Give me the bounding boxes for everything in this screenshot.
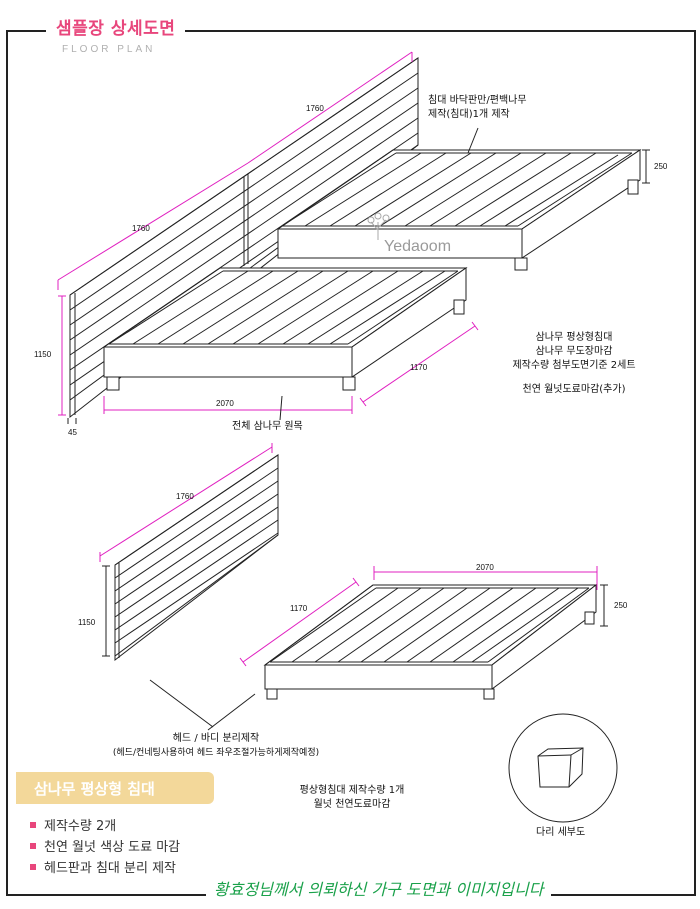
headboard-top-dims [57, 51, 413, 416]
bed-back-top-dims [642, 149, 650, 184]
watermark: Yedaoom [384, 238, 452, 255]
caption-top-floorboard: 침대 바닥판만/편백나무 제작(침대)1개 제작 [428, 94, 527, 122]
feature-label: 제작수량 2개 [44, 819, 117, 834]
dim-head-width-bottom: 1760 [176, 492, 194, 501]
feature-item: 천연 월넛 색상 도료 마감 [30, 836, 180, 855]
page-title-wrap: 샘플장 상세도면 [46, 14, 186, 39]
caption-top-line-2: 제작(침대)1개 제작 [428, 109, 510, 120]
caption-leg-detail: 다리 세부도 [536, 827, 586, 838]
caption-quantity: 평상형침대 제작수량 1개 월넛 천연도료마감 [272, 784, 432, 812]
dim-head-height-bottom: 1150 [78, 618, 96, 627]
dim-head-height: 1150 [34, 350, 52, 359]
leg-detail [508, 713, 618, 823]
dim-head-depth: 45 [68, 428, 77, 437]
bed-bottom [263, 583, 598, 700]
bed-front-top-dims [103, 321, 479, 414]
dim-bed-width-top: 1170 [410, 363, 428, 372]
caption-whole-wood: 전체 삼나무 원목 [232, 421, 303, 432]
dim-bed-height-bottom: 250 [614, 601, 628, 610]
caption-spec-top: 삼나무 평상형침대 삼나무 무도장마감 제작수량 첨부도면기준 2세트 천연 월… [494, 331, 654, 397]
caption-separate-build: 헤드 / 바디 분리제작 (헤드/컨네팅사용하여 헤드 좌우조절가능하게제작예정… [86, 732, 346, 760]
footer-note: 황효정님께서 의뢰하신 가구 도면과 이미지입니다 [206, 876, 552, 900]
caption-separate-line-1: 헤드 / 바디 분리제작 [172, 733, 260, 744]
watermark-tree-icon [367, 212, 390, 240]
bed-front-top [102, 267, 468, 391]
headboard-bottom-dims [99, 443, 273, 562]
product-banner-title: 삼나무 평상형 침대 [34, 780, 155, 798]
dim-bed-length-top: 2070 [216, 399, 234, 408]
caption-quantity-line-2: 월넛 천연도료마감 [313, 799, 391, 810]
bullet-icon [30, 842, 36, 849]
page-title: 샘플장 상세도면 [56, 19, 176, 39]
caption-separate-line-2: (헤드/컨네팅사용하여 헤드 좌우조절가능하게제작예정) [112, 748, 320, 758]
bullet-icon [30, 863, 36, 870]
caption-quantity-line-1: 평상형침대 제작수량 1개 [299, 785, 405, 796]
dim-head-width-1: 1760 [306, 104, 324, 113]
caption-spec-line-2: 삼나무 무도장마감 [535, 346, 613, 357]
caption-spec-line-3: 제작수량 첨부도면기준 2세트 [512, 360, 636, 371]
page-subtitle: FLOOR PLAN [62, 44, 156, 55]
caption-spec-line-1: 삼나무 평상형침대 [535, 332, 613, 343]
dim-bed-height-top: 250 [654, 162, 668, 171]
bed-bottom-dims [239, 566, 598, 667]
feature-label: 천연 월넛 색상 도료 마감 [44, 840, 181, 855]
feature-label: 헤드판과 침대 분리 제작 [44, 861, 176, 876]
caption-top-line-1: 침대 바닥판만/편백나무 [428, 95, 527, 106]
product-banner: 삼나무 평상형 침대 [16, 772, 214, 804]
dim-bed-width-bottom: 1170 [290, 604, 308, 613]
dim-head-width-2: 1760 [132, 224, 150, 233]
dim-bed-length-bottom: 2070 [476, 563, 494, 572]
headboard-bottom [114, 454, 279, 662]
caption-spec-line-4: 천연 월넛도료마감(추가) [522, 384, 626, 395]
bullet-icon [30, 821, 36, 828]
feature-item: 헤드판과 침대 분리 제작 [30, 857, 176, 876]
bed-back-top [276, 149, 642, 271]
top-leaders [67, 127, 479, 424]
feature-item: 제작수량 2개 [30, 815, 116, 834]
